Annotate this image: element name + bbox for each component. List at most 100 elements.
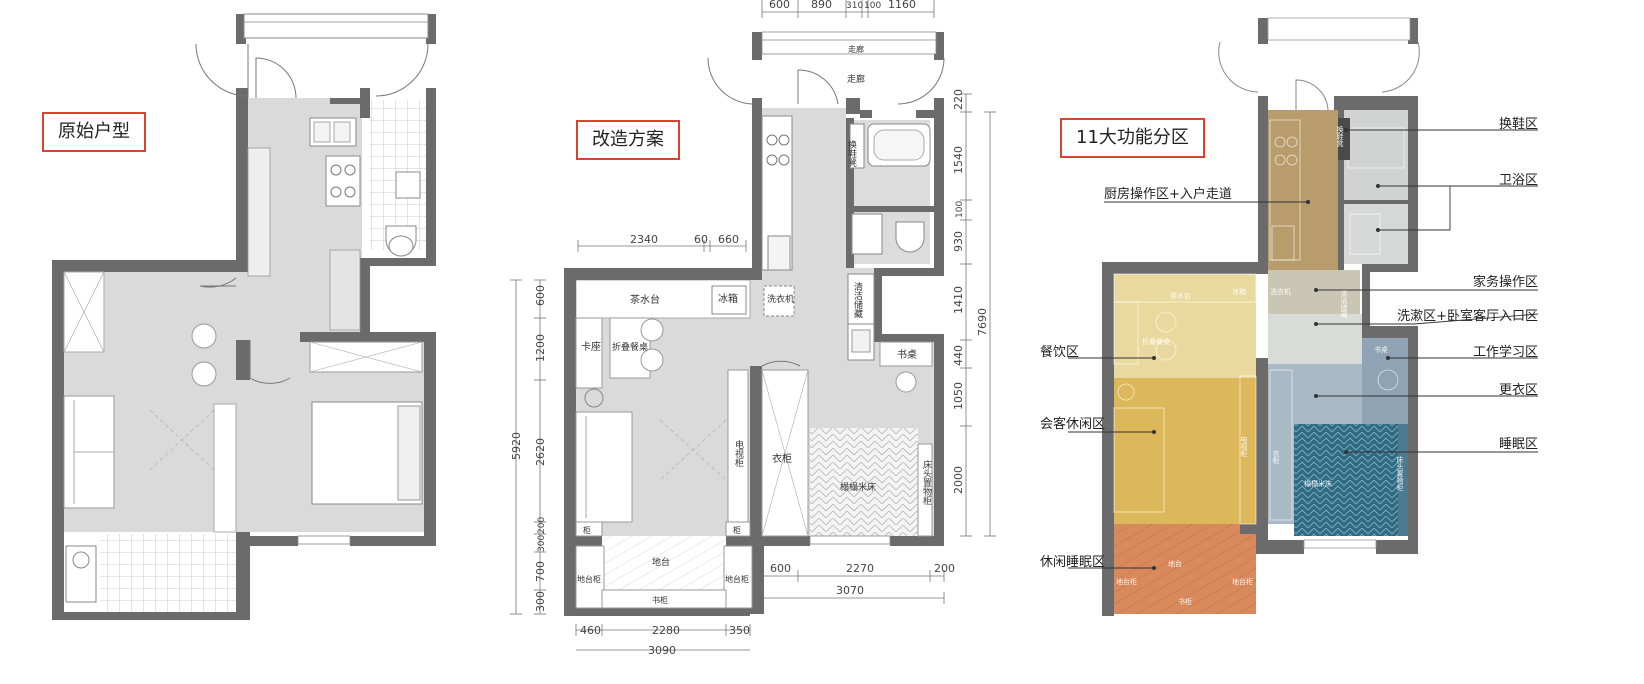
- zone-leisure: [1114, 524, 1256, 614]
- zone-bedside-shelf-text: 床头置物柜: [1396, 455, 1404, 492]
- zone-label-dining: 餐饮区: [1040, 344, 1079, 360]
- zones-furniture: [1113, 119, 1405, 525]
- zone-tv-cabinet-text: 电视柜: [1240, 435, 1248, 458]
- zone-study: [1362, 338, 1408, 424]
- zone-bath-bottom: [1338, 204, 1408, 264]
- zone-label-sleep: 睡眠区: [1499, 437, 1538, 452]
- dim-right-2: 1540: [952, 146, 965, 174]
- renovated-walls: [564, 32, 944, 616]
- zone-sleep: [1294, 424, 1398, 536]
- title-zones: 11大功能分区: [1060, 118, 1205, 158]
- dim-left-total: 5920: [510, 432, 523, 460]
- dim-right-1: 220: [952, 89, 965, 110]
- zone-tea-bar-text: 茶水台: [1170, 291, 1191, 300]
- zones-walls: [1102, 18, 1418, 616]
- label-wardrobe: 衣柜: [772, 452, 792, 465]
- zone-living: [1114, 378, 1256, 524]
- dim-left-7: 300: [534, 591, 547, 612]
- label-shoe-stool: 换鞋凳: [846, 139, 857, 168]
- label-desk: 书桌: [897, 348, 917, 361]
- dim-midtop-3: 660: [718, 233, 739, 246]
- dim-left-1: 600: [534, 285, 547, 306]
- original-balcony-floor: [100, 534, 236, 614]
- zone-leader-dots: [1152, 128, 1390, 570]
- zone-platform-text: 地台: [1168, 559, 1182, 568]
- label-tv-cabinet: 电视柜: [733, 439, 744, 468]
- dim-top-1: 600: [769, 0, 790, 11]
- dim-left-6: 700: [534, 561, 547, 582]
- title-original: 原始户型: [42, 112, 146, 152]
- zone-label-leisure-sleep: 休闲睡眠区: [1040, 555, 1105, 570]
- zone-bookcase-text: 书柜: [1178, 597, 1192, 606]
- zone-labels: 厨房操作区+入户走道 餐饮区 会客休闲区 休闲睡眠区 换鞋区 卫浴区 家务操作区…: [1040, 116, 1538, 570]
- label-cleaning-storage: 清洁储藏: [852, 281, 863, 319]
- dim-left-5: 300: [537, 535, 547, 552]
- zone-fridge-text: 冰箱: [1232, 287, 1246, 296]
- dim-top-2: 890: [811, 0, 832, 11]
- zone-desk-text: 书桌: [1374, 345, 1388, 354]
- dim-right-total: 7690: [976, 308, 989, 336]
- label-platform-cabinet-right: 地台柜: [725, 574, 749, 584]
- zone-label-wash: 洗漱区+卧室客厅入口区: [1397, 308, 1538, 324]
- title-renovated: 改造方案: [576, 120, 680, 160]
- zones-plan: 书桌 茶水台 冰箱 洗衣机 折叠餐桌 榻榻米床 地台 地台柜 地台柜 书柜 换鞋…: [1040, 17, 1539, 616]
- dim-right-5: 1410: [952, 286, 965, 314]
- zone-household: [1268, 270, 1360, 314]
- label-washer: 洗衣机: [767, 293, 794, 305]
- label-bookcase: 书柜: [652, 595, 668, 605]
- dim-midtop-1: 2340: [630, 233, 658, 246]
- zone-label-dressing: 更衣区: [1499, 382, 1538, 398]
- dimension-labels: 600 890 310 100 1160 2340 60 660 220 154…: [510, 0, 989, 657]
- dim-right-3: 100: [955, 201, 965, 218]
- zone-label-living: 会客休闲区: [1040, 416, 1105, 432]
- dim-bottom-left-1: 460: [580, 624, 601, 637]
- dim-left-4: 200: [537, 517, 547, 534]
- zone-label-shoe: 换鞋区: [1499, 116, 1538, 132]
- dim-bottom-left-total: 3090: [648, 644, 676, 657]
- dim-bottom-right-1: 600: [770, 562, 791, 575]
- label-corridor-top: 走廊: [848, 44, 864, 54]
- dim-bottom-left-2: 2280: [652, 624, 680, 637]
- zone-label-kitchen: 厨房操作区+入户走道: [1104, 186, 1232, 202]
- zone-leader-lines: [1068, 129, 1539, 569]
- original-plan: [52, 13, 436, 620]
- label-booth: 卡座: [581, 340, 601, 353]
- dim-bottom-right-2: 2270: [846, 562, 874, 575]
- renovated-plan: 600 890 310 100 1160 2340 60 660 220 154…: [510, 0, 996, 657]
- label-corridor: 走廊: [847, 73, 865, 85]
- label-tatami: 榻榻米床: [840, 481, 876, 493]
- label-folding-table: 折叠餐桌: [612, 341, 648, 353]
- dim-midtop-2: 60: [694, 233, 708, 246]
- dim-bottom-right-3: 200: [934, 562, 955, 575]
- zone-label-bath: 卫浴区: [1499, 173, 1538, 188]
- label-cabinet-left: 柜: [583, 525, 591, 535]
- zone-platform-cabinet-right-text: 地台柜: [1232, 577, 1253, 586]
- label-cabinet-right: 柜: [733, 525, 741, 535]
- zone-shoe-stool-text: 换鞋凳: [1336, 125, 1344, 148]
- zone-label-household: 家务操作区: [1473, 274, 1538, 290]
- label-bedside-shelf: 床头置物柜: [921, 459, 932, 506]
- zone-cleaning-storage-text: 清洁储藏: [1340, 289, 1348, 319]
- label-fridge: 冰箱: [718, 292, 738, 305]
- zone-kitchen: [1268, 110, 1338, 270]
- dim-bottom-left-3: 350: [729, 624, 750, 637]
- label-platform-cabinet-left: 地台柜: [577, 574, 601, 584]
- dim-right-6: 440: [952, 345, 965, 366]
- dim-left-3: 2620: [534, 438, 547, 466]
- zone-folding-table-text: 折叠餐桌: [1142, 337, 1170, 346]
- renovated-vertical-labels: 换鞋凳 清洁储藏 电视柜 床头置物柜: [733, 139, 932, 506]
- original-walls: [52, 14, 436, 620]
- dimension-lines-top: [510, 0, 996, 651]
- dim-top-3: 310: [846, 1, 863, 11]
- dim-bottom-right-total: 3070: [836, 584, 864, 597]
- dim-top-4: 100: [864, 1, 881, 11]
- label-tea-bar: 茶水台: [630, 293, 660, 306]
- zone-tatami-text: 榻榻米床: [1304, 479, 1332, 488]
- dim-right-8: 2000: [952, 466, 965, 494]
- label-platform: 地台: [652, 556, 670, 568]
- zone-washer-text: 洗衣机: [1270, 287, 1291, 296]
- dim-right-4: 930: [952, 231, 965, 252]
- zone-wardrobe-text: 衣柜: [1272, 449, 1280, 465]
